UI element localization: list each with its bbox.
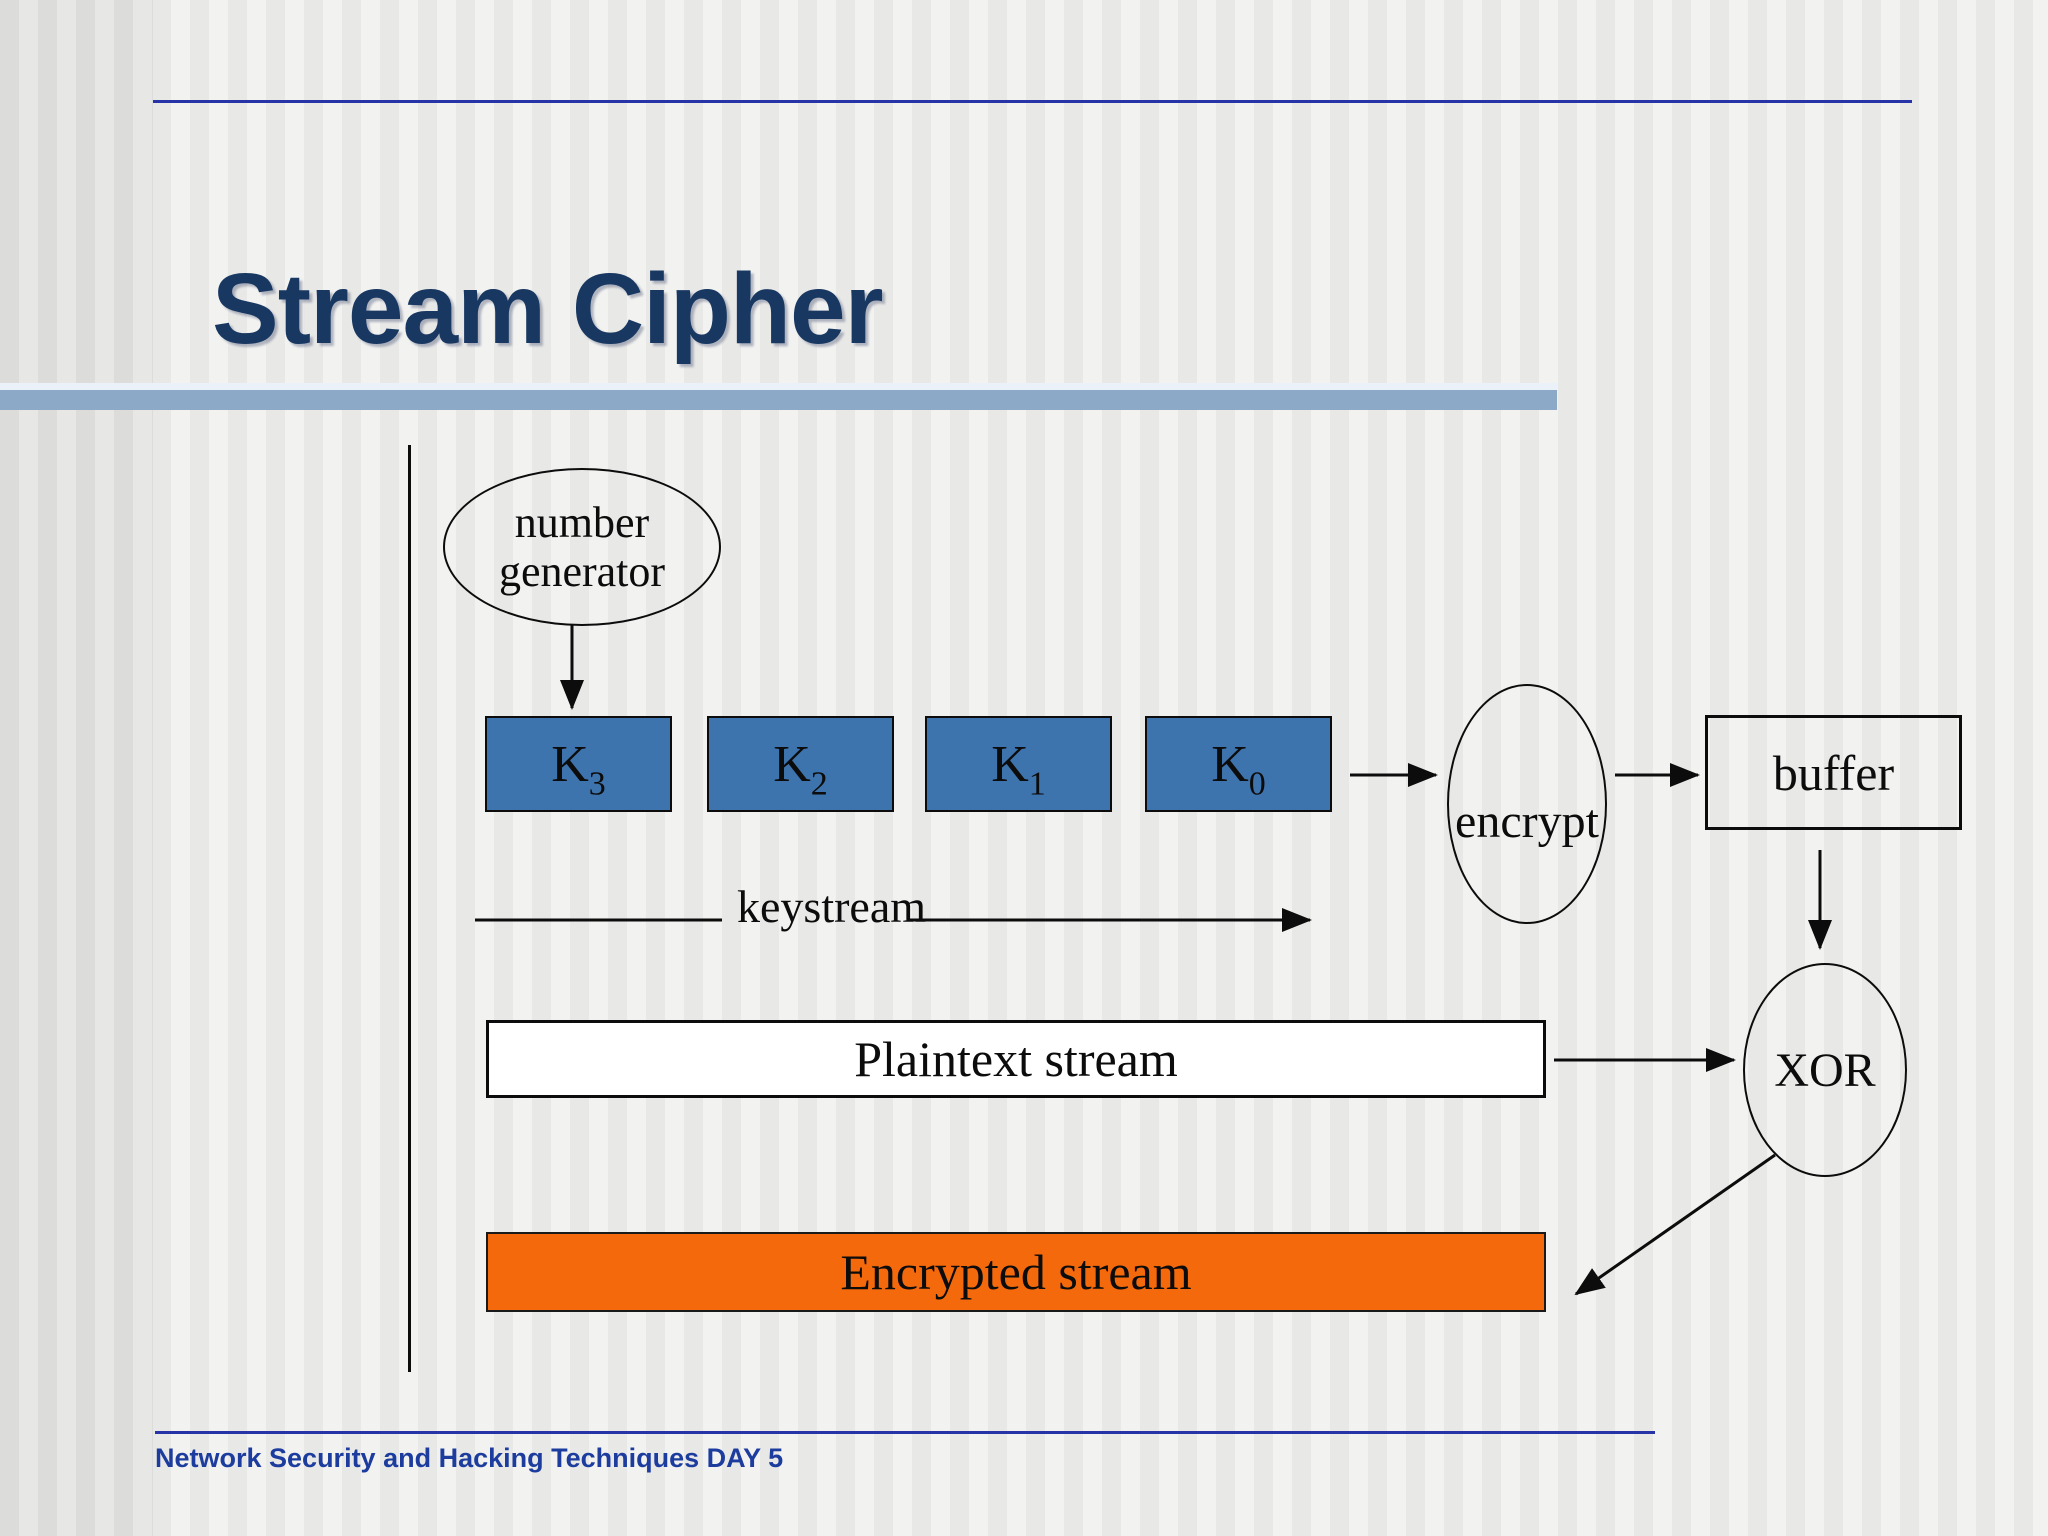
key-box-k2: K2 bbox=[707, 716, 894, 812]
key-box-k0: K0 bbox=[1145, 716, 1332, 812]
plaintext-stream-bar: Plaintext stream bbox=[486, 1020, 1546, 1098]
key-box-k2-label: K2 bbox=[773, 735, 828, 803]
xor-node: XOR bbox=[1743, 963, 1907, 1177]
left-stripe-band bbox=[0, 0, 153, 1536]
number-generator-node: number generator bbox=[443, 468, 721, 626]
key-box-k0-label: K0 bbox=[1211, 735, 1266, 803]
number-generator-label-line2: generator bbox=[498, 547, 666, 596]
encrypted-stream-label: Encrypted stream bbox=[840, 1244, 1192, 1300]
number-generator-label-line1: number bbox=[514, 497, 650, 547]
keystream-label: keystream bbox=[737, 881, 927, 932]
encrypted-stream-bar: Encrypted stream bbox=[486, 1232, 1546, 1312]
top-rule-line bbox=[153, 100, 1912, 103]
title-underline-bar bbox=[0, 383, 1557, 410]
diagram-left-vertical-line bbox=[408, 445, 411, 1372]
key-box-k1-label: K1 bbox=[991, 735, 1046, 803]
buffer-label: buffer bbox=[1772, 744, 1895, 801]
key-box-k3: K3 bbox=[485, 716, 672, 812]
plaintext-stream-label: Plaintext stream bbox=[854, 1031, 1178, 1087]
key-box-k1: K1 bbox=[925, 716, 1112, 812]
footer-text: Network Security and Hacking Techniques … bbox=[155, 1443, 784, 1473]
key-box-k3-label: K3 bbox=[551, 735, 606, 803]
xor-to-encrypted-arrow bbox=[1574, 1153, 1776, 1296]
footer-rule-line bbox=[155, 1431, 1655, 1434]
encrypt-label: encrypt bbox=[1455, 794, 1599, 848]
encrypt-node: encrypt bbox=[1447, 684, 1607, 924]
page-title: Stream Cipher bbox=[212, 253, 884, 365]
buffer-node: buffer bbox=[1705, 715, 1962, 830]
xor-label: XOR bbox=[1774, 1043, 1876, 1097]
